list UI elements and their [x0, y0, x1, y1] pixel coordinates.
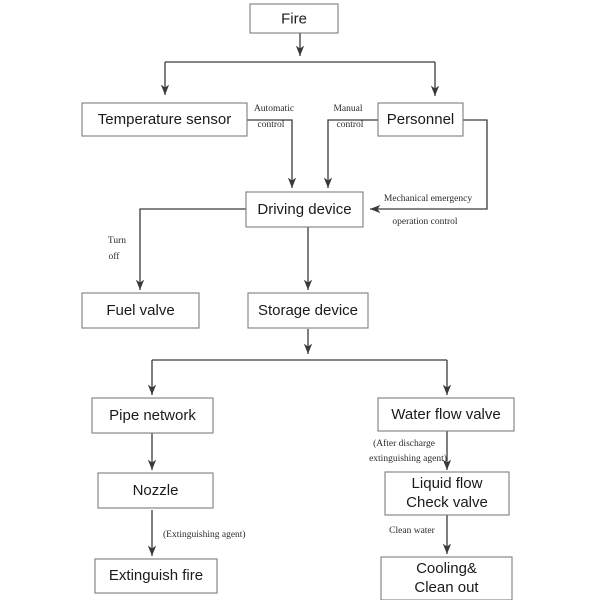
node-fuel-valve-label: Fuel valve: [106, 302, 174, 319]
edge-label-mechanical-line2: operation control: [392, 217, 458, 227]
edge-driving-device-to-fuel-valve: [135, 208, 246, 290]
node-cooling-clean-out-label-line2: Clean out: [414, 579, 479, 596]
edge-label-clean-water-text: Clean water: [389, 526, 435, 536]
node-pipe-network[interactable]: Pipe network: [91, 397, 214, 434]
node-liquid-flow-check-valve-label-line1: Liquid flow: [412, 475, 483, 492]
edge-label-automatic-control: Automatic control: [254, 104, 294, 130]
edge-label-manual-control-line1: Manual: [333, 104, 362, 114]
edge-personnel-to-driving-device: [323, 119, 378, 188]
node-water-flow-valve[interactable]: Water flow valve: [377, 397, 515, 432]
node-nozzle[interactable]: Nozzle: [97, 472, 214, 509]
node-cooling-clean-out-label-line1: Cooling&: [416, 560, 477, 577]
edge-label-turn-off-line1: Turn: [108, 236, 126, 246]
node-fuel-valve[interactable]: Fuel valve: [81, 292, 200, 329]
node-liquid-flow-check-valve-label-line2: Check valve: [406, 494, 488, 511]
edge-fire-to-split: [160, 33, 440, 96]
node-liquid-flow-check-valve[interactable]: Liquid flow Check valve: [384, 471, 510, 516]
edge-label-mechanical-emergency-operation-control: Mechanical emergency operation control: [384, 194, 472, 227]
node-fire[interactable]: Fire: [249, 3, 339, 34]
node-water-flow-valve-label: Water flow valve: [391, 406, 500, 423]
edge-label-extinguishing-agent: (Extinguishing agent): [163, 529, 246, 540]
edge-label-manual-control: Manual control: [333, 104, 363, 130]
edge-label-after-discharge-extinguishing-agent: (After discharge extinguishing agent): [369, 438, 447, 464]
node-extinguish-fire[interactable]: Extinguish fire: [94, 558, 218, 594]
node-temperature-sensor-label: Temperature sensor: [98, 111, 231, 128]
node-storage-device[interactable]: Storage device: [247, 292, 369, 329]
node-driving-device-label: Driving device: [257, 201, 351, 218]
node-nozzle-label: Nozzle: [133, 482, 179, 499]
node-extinguish-fire-label: Extinguish fire: [109, 567, 203, 584]
node-personnel[interactable]: Personnel: [377, 102, 464, 137]
edge-label-after-discharge-line2: extinguishing agent): [369, 453, 447, 464]
edge-label-clean-water: Clean water: [389, 526, 435, 536]
edge-label-automatic-control-line2: control: [258, 120, 285, 130]
node-personnel-label: Personnel: [387, 111, 455, 128]
edge-label-automatic-control-line1: Automatic: [254, 104, 294, 114]
edge-storage-device-split: [147, 329, 452, 395]
edge-temp-sensor-to-driving-device: [247, 119, 297, 188]
node-pipe-network-label: Pipe network: [109, 407, 196, 424]
node-storage-device-label: Storage device: [258, 302, 358, 319]
edge-label-extinguishing-agent-text: (Extinguishing agent): [163, 529, 246, 540]
node-cooling-clean-out[interactable]: Cooling& Clean out: [380, 556, 513, 600]
node-fire-label: Fire: [281, 10, 307, 27]
edge-label-mechanical-line1: Mechanical emergency: [384, 194, 472, 204]
node-driving-device[interactable]: Driving device: [245, 191, 364, 228]
edge-label-turn-off-line2: off: [109, 251, 121, 262]
edge-personnel-mechanical-to-driving-device: [370, 119, 488, 214]
edge-label-after-discharge-line1: (After discharge: [373, 438, 435, 449]
edge-label-manual-control-line2: control: [337, 120, 364, 130]
node-temperature-sensor[interactable]: Temperature sensor: [81, 102, 248, 137]
edge-label-turn-off: Turn off: [108, 236, 126, 262]
